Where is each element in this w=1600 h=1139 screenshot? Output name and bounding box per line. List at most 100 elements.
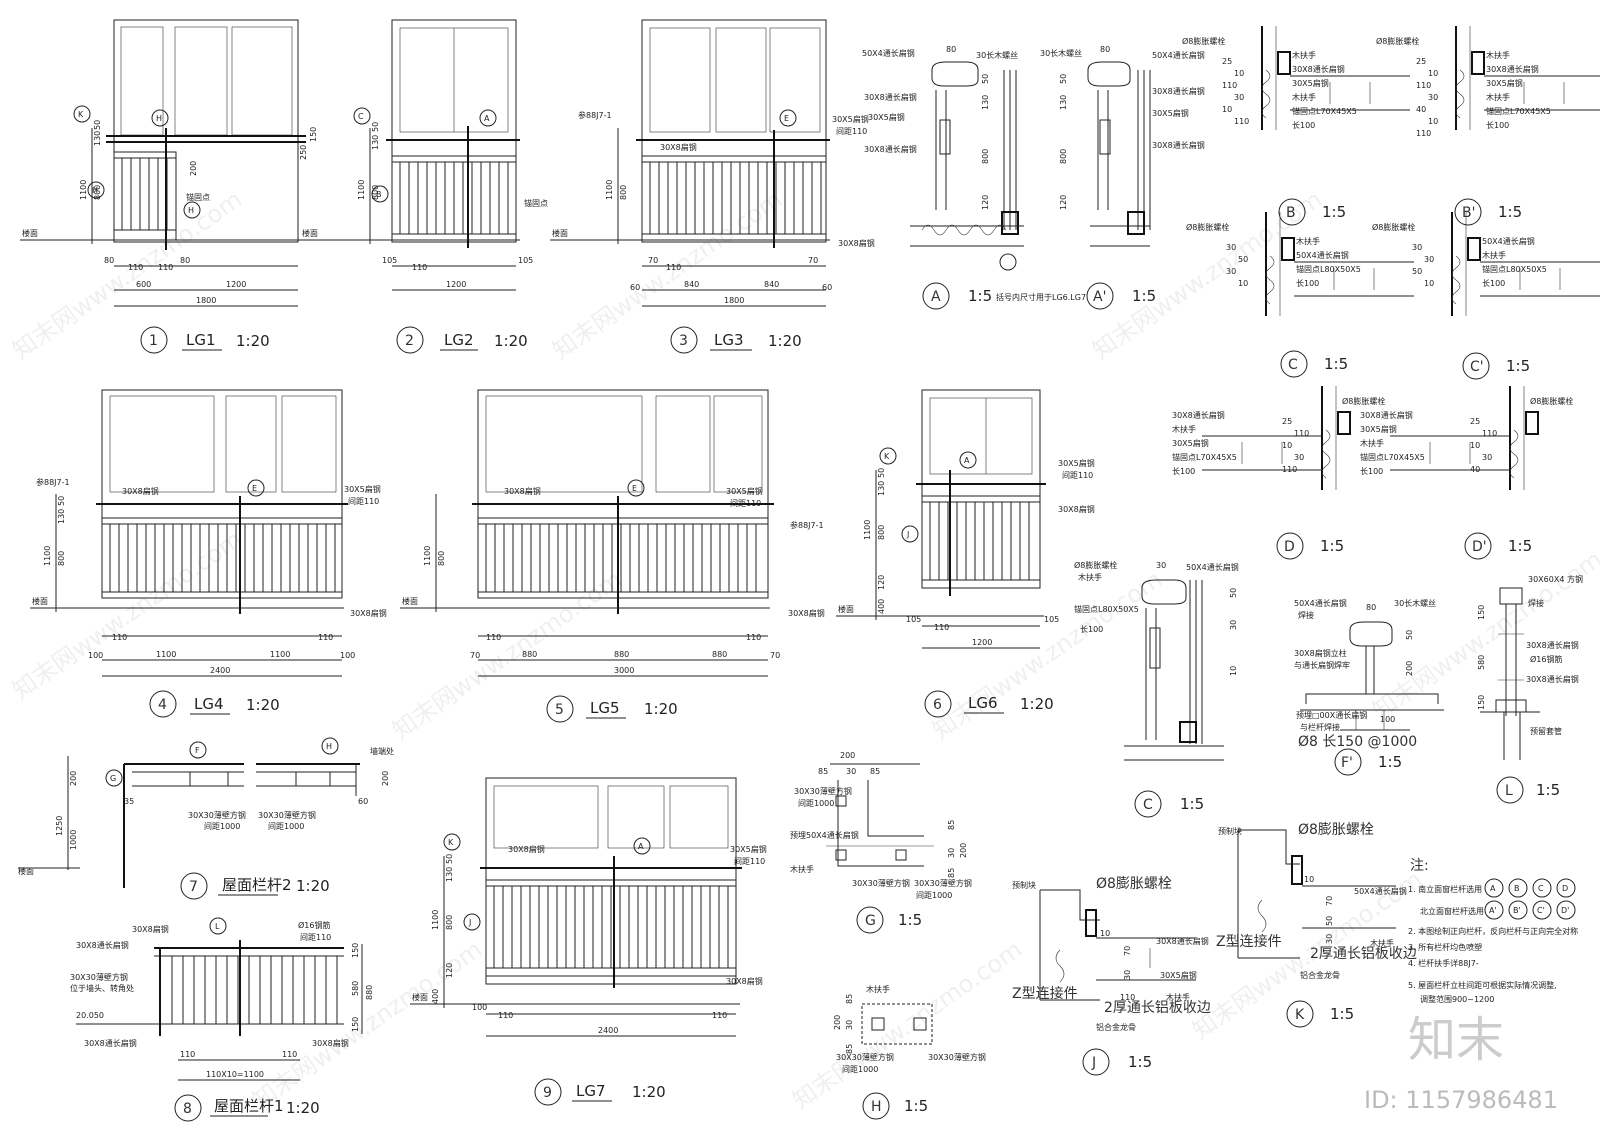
lg6-vdim-800: 800	[877, 525, 886, 540]
detail-dim: 40	[1470, 465, 1480, 474]
lg3-dim-70b: 70	[808, 256, 818, 265]
dl-label-4: 30X8通长扁钢	[1526, 674, 1579, 684]
svg-text:1:20: 1:20	[246, 696, 280, 714]
de-scale: 1:5	[1180, 795, 1204, 813]
dj-tag: J	[1091, 1055, 1096, 1071]
detail-dim: 10	[1282, 441, 1292, 450]
dg-dim-85a: 85	[818, 767, 828, 776]
lg2-vdim-50: 50	[371, 122, 380, 132]
roof1-flat8-b: 30X8扁钢	[312, 1038, 349, 1048]
detail-label: 木扶手	[1486, 92, 1510, 102]
detail-k: 预制块 Ø8膨胀螺栓 50X4通长扁钢 木扶手 Z型连接件 2厚通长铝板收边 铝…	[1216, 821, 1417, 1028]
detail-scale: 1:5	[1324, 355, 1348, 373]
lg4-dim-1100a: 1100	[156, 650, 176, 659]
roof2-vdim-1000: 1000	[69, 830, 78, 850]
da-label-4: 30X8通长扁钢	[864, 144, 917, 154]
detail-dim: 25	[1222, 57, 1232, 66]
lg1-vdim-1100: 1100	[79, 180, 88, 200]
dh-dim-85b: 85	[845, 1044, 854, 1054]
detail-label: 30X8通长扁钢	[1360, 410, 1413, 420]
handrail-clamp	[1281, 237, 1295, 261]
lg2-dim-110: 110	[412, 263, 427, 272]
lg3-dim-840a: 840	[684, 280, 699, 289]
detail-label: Ø8膨胀螺栓	[1530, 396, 1573, 406]
svg-text:J: J	[468, 918, 471, 927]
detail-label: Ø8膨胀螺栓	[1186, 222, 1229, 232]
lg5-dim-3000: 3000	[614, 666, 634, 675]
dap-label-2: 30X8通长扁钢	[1152, 86, 1205, 96]
lg3-dim-60a: 60	[630, 283, 640, 292]
lg7-tag-j: J	[463, 913, 481, 931]
dh-tag: H	[871, 1099, 882, 1115]
lg7-dim-110b: 110	[712, 1011, 727, 1020]
roof2-tag-g: G	[105, 769, 123, 787]
dj-dim-10: 10	[1100, 929, 1110, 938]
svg-text:E: E	[632, 484, 637, 493]
detail-label: 30X8通长扁钢	[1292, 64, 1345, 74]
svg-text:屋面栏杆1: 屋面栏杆1	[214, 1097, 284, 1115]
lg1-dim-80b: 80	[180, 256, 190, 265]
df-label-1: 30长木螺丝	[1394, 598, 1436, 608]
detail-g: 200 85 30 85 85 30 85 200 30X30薄壁方钢 间距10…	[790, 751, 972, 934]
de-dim-80: 30	[1156, 561, 1166, 570]
detail-dim: 10	[1222, 105, 1232, 114]
insulation	[1321, 429, 1331, 479]
detail-label: 长100	[1482, 278, 1505, 288]
svg-text:K: K	[448, 838, 454, 847]
svg-text:B: B	[376, 190, 382, 199]
lg1-vdim-200: 200	[189, 161, 198, 176]
view-roof-rail-2: 楼面 30X30薄壁方钢 间距1000 30X30薄壁方钢 间距1000 墙端处…	[18, 737, 394, 900]
svg-text:H: H	[326, 742, 332, 751]
detail-tag-circle	[1464, 532, 1492, 560]
lg7-flat8b-label: 30X8扁钢	[726, 976, 763, 986]
view-roof-rail-1: 30X8扁钢 30X8通长扁钢 30X30薄壁方钢 位于墙头、转角处 Ø16钢筋…	[70, 917, 374, 1122]
dk-label-2: 50X4通长扁钢	[1354, 886, 1407, 896]
roof2-tag-f: F	[189, 741, 207, 759]
lg4-flat8b-label: 30X8扁钢	[350, 608, 387, 618]
lg4-tag-e: E	[247, 479, 265, 497]
detail-h: 木扶手 30X30薄壁方钢 间距1000 30X30薄壁方钢 85 30 85 …	[833, 984, 986, 1120]
lg1-dim-600: 600	[136, 280, 151, 289]
de-dim-800: 10	[1229, 666, 1238, 676]
detail-label: 木扶手	[1486, 50, 1510, 60]
note-1: 1. 南立面窗栏杆选用	[1408, 884, 1482, 894]
lg3-dim-110: 110	[666, 263, 681, 272]
dg-label-3: 木扶手	[790, 864, 814, 874]
dg-scale: 1:5	[898, 911, 922, 929]
roof2-vdim-200b: 200	[381, 771, 390, 786]
svg-text:J: J	[906, 530, 909, 539]
dg-label-1: 间距1000	[798, 799, 834, 808]
dap-dim-120: 120	[1059, 195, 1068, 210]
lg3-spacing-label: 间距110	[836, 127, 867, 136]
roof1-dim-110a: 110	[180, 1050, 195, 1059]
lg1-vdim-130: 130	[93, 131, 102, 146]
lg1-dim-1800: 1800	[196, 296, 216, 305]
dg-dim-85b: 85	[870, 767, 880, 776]
svg-text:1:20: 1:20	[768, 332, 802, 350]
lg5-vdim-1100: 1100	[423, 546, 432, 566]
note-tag: B'	[1513, 906, 1521, 915]
detail-label: 长100	[1360, 466, 1383, 476]
lg1-vdim-800: 800	[93, 185, 102, 200]
detail-dim: 30	[1424, 255, 1434, 264]
df-dim-80: 80	[1366, 603, 1376, 612]
lg2-tag-a: A	[479, 109, 497, 127]
dap-label-4: 30X8通长扁钢	[1152, 140, 1205, 150]
dl-label-0: 30X60X4 方钢	[1528, 574, 1583, 584]
detail-scale: 1:5	[1506, 357, 1530, 375]
dh-label-0: 木扶手	[866, 984, 890, 994]
lg3-ref-label: 参88J7-1	[578, 110, 612, 120]
wall-section-details: Ø8膨胀螺栓木扶手30X8通长扁钢30X5扁钢木扶手锚固点L70X45X5长10…	[1172, 26, 1600, 560]
lg5-dim-880b: 880	[614, 650, 629, 659]
note-1b: 北立面窗栏杆选用	[1420, 906, 1484, 916]
detail-a: 50X4通长扁钢 30长木螺丝 30X8通长扁钢 30X5扁钢 30X8通长扁钢…	[862, 45, 1086, 310]
dh-label-1: 30X30薄壁方钢	[836, 1052, 894, 1062]
da-label-3: 30X5扁钢	[868, 112, 905, 122]
lg4-ref-label: 参88J7-1	[36, 477, 70, 487]
lg4-flat-steel-label: 30X8扁钢	[122, 486, 159, 496]
detail-label: Ø8膨胀螺栓	[1342, 396, 1385, 406]
detail-j: 预制块 Ø8膨胀螺栓 30X8通长扁钢 30X5扁钢 木扶手 Z型连接件 2厚通…	[1012, 875, 1211, 1076]
dj-label-1: Ø8膨胀螺栓	[1096, 875, 1172, 892]
roof2-tube-label-b: 30X30薄壁方钢	[258, 810, 316, 820]
